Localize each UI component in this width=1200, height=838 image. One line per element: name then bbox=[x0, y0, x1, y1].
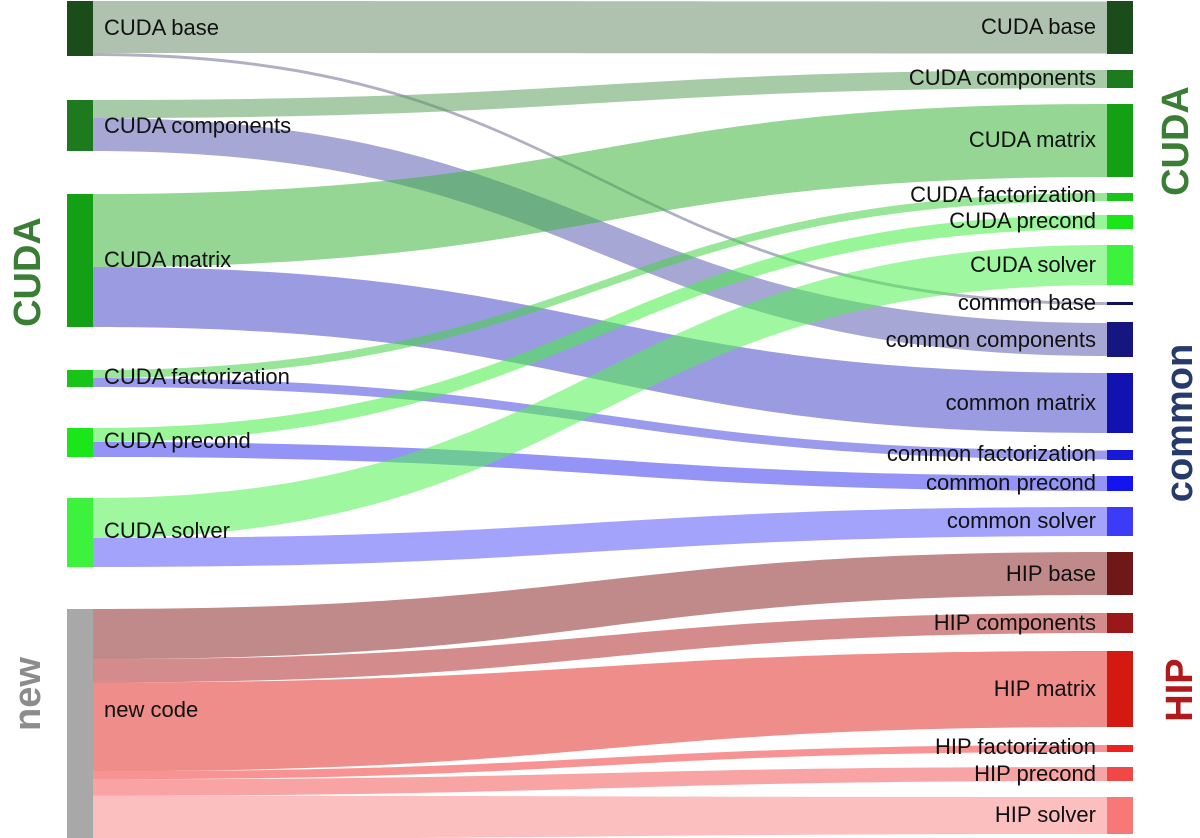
target-node-cuda-precond bbox=[1107, 215, 1133, 229]
target-label-cuda-precond: CUDA precond bbox=[949, 208, 1096, 233]
source-label-cuda-factorization: CUDA factorization bbox=[104, 364, 290, 389]
target-node-hip-matrix bbox=[1107, 651, 1133, 727]
target-label-common-factorization: common factorization bbox=[887, 441, 1096, 466]
target-label-hip-factorization: HIP factorization bbox=[935, 734, 1096, 759]
source-node-cuda-components bbox=[67, 100, 93, 151]
source-node-cuda-solver bbox=[67, 498, 93, 567]
group-label-right-hip: HIP bbox=[1159, 658, 1200, 721]
target-label-cuda-matrix: CUDA matrix bbox=[969, 127, 1096, 152]
source-label-cuda-matrix: CUDA matrix bbox=[104, 247, 231, 272]
link-new-code-to-hip-solver bbox=[93, 795, 1107, 838]
link-cuda-solver-to-common-solver bbox=[93, 507, 1107, 567]
node-layer bbox=[67, 1, 1133, 838]
target-node-hip-solver bbox=[1107, 797, 1133, 834]
link-cuda-matrix-to-cuda-matrix bbox=[93, 104, 1107, 267]
link-cuda-precond-to-common-precond bbox=[93, 442, 1107, 491]
link-cuda-components-to-common-components bbox=[93, 118, 1107, 356]
target-label-cuda-components: CUDA components bbox=[909, 65, 1096, 90]
group-label-left-cuda: CUDA bbox=[7, 217, 49, 327]
target-label-cuda-base: CUDA base bbox=[981, 14, 1096, 39]
target-label-hip-solver: HIP solver bbox=[995, 802, 1096, 827]
source-label-cuda-base: CUDA base bbox=[104, 15, 219, 40]
link-cuda-precond-to-cuda-precond bbox=[93, 215, 1107, 442]
target-label-common-precond: common precond bbox=[926, 470, 1096, 495]
target-node-cuda-matrix bbox=[1107, 104, 1133, 177]
target-node-cuda-components bbox=[1107, 70, 1133, 88]
target-node-hip-base bbox=[1107, 552, 1133, 595]
target-label-hip-precond: HIP precond bbox=[974, 761, 1096, 786]
target-label-cuda-solver: CUDA solver bbox=[970, 252, 1096, 277]
target-node-common-base bbox=[1107, 302, 1133, 305]
source-node-cuda-factorization bbox=[67, 370, 93, 387]
group-label-left-new: new bbox=[7, 657, 49, 731]
link-layer bbox=[93, 1, 1107, 838]
target-node-common-precond bbox=[1107, 476, 1133, 491]
target-node-cuda-base bbox=[1107, 1, 1133, 54]
link-new-code-to-hip-components bbox=[93, 613, 1107, 683]
target-label-common-components: common components bbox=[886, 327, 1096, 352]
source-label-cuda-components: CUDA components bbox=[104, 113, 291, 138]
target-node-hip-factorization bbox=[1107, 745, 1133, 752]
target-node-hip-precond bbox=[1107, 767, 1133, 781]
source-node-new-code bbox=[67, 609, 93, 838]
link-new-code-to-hip-factorization bbox=[93, 745, 1107, 780]
target-node-common-matrix bbox=[1107, 373, 1133, 433]
link-new-code-to-hip-precond bbox=[93, 767, 1107, 796]
link-new-code-to-hip-matrix bbox=[93, 651, 1107, 772]
target-node-common-components bbox=[1107, 322, 1133, 357]
source-label-cuda-solver: CUDA solver bbox=[104, 518, 230, 543]
target-label-cuda-factorization: CUDA factorization bbox=[910, 182, 1096, 207]
link-cuda-factorization-to-cuda-factorization bbox=[93, 193, 1107, 378]
target-label-hip-matrix: HIP matrix bbox=[994, 676, 1096, 701]
link-cuda-factorization-to-common-factorization bbox=[93, 378, 1107, 460]
source-node-cuda-base bbox=[67, 1, 93, 56]
link-new-code-to-hip-base bbox=[93, 552, 1107, 660]
target-node-common-solver bbox=[1107, 507, 1133, 536]
target-label-hip-base: HIP base bbox=[1006, 561, 1096, 586]
group-label-right-common: common bbox=[1159, 344, 1200, 502]
target-node-cuda-factorization bbox=[1107, 193, 1133, 201]
link-cuda-components-to-cuda-components bbox=[93, 70, 1107, 118]
target-label-common-solver: common solver bbox=[947, 508, 1096, 533]
target-label-common-matrix: common matrix bbox=[946, 390, 1096, 415]
source-node-cuda-precond bbox=[67, 428, 93, 457]
target-node-hip-components bbox=[1107, 613, 1133, 633]
link-cuda-matrix-to-common-matrix bbox=[93, 267, 1107, 433]
source-node-cuda-matrix bbox=[67, 194, 93, 327]
target-node-cuda-solver bbox=[1107, 245, 1133, 285]
link-cuda-solver-to-cuda-solver bbox=[93, 245, 1107, 538]
source-label-cuda-precond: CUDA precond bbox=[104, 428, 251, 453]
target-label-common-base: common base bbox=[958, 290, 1096, 315]
link-cuda-base-to-cuda-base bbox=[93, 1, 1107, 54]
target-label-hip-components: HIP components bbox=[934, 610, 1096, 635]
group-label-right-cuda: CUDA bbox=[1155, 86, 1197, 196]
target-node-common-factorization bbox=[1107, 450, 1133, 460]
source-label-new-code: new code bbox=[104, 697, 198, 722]
